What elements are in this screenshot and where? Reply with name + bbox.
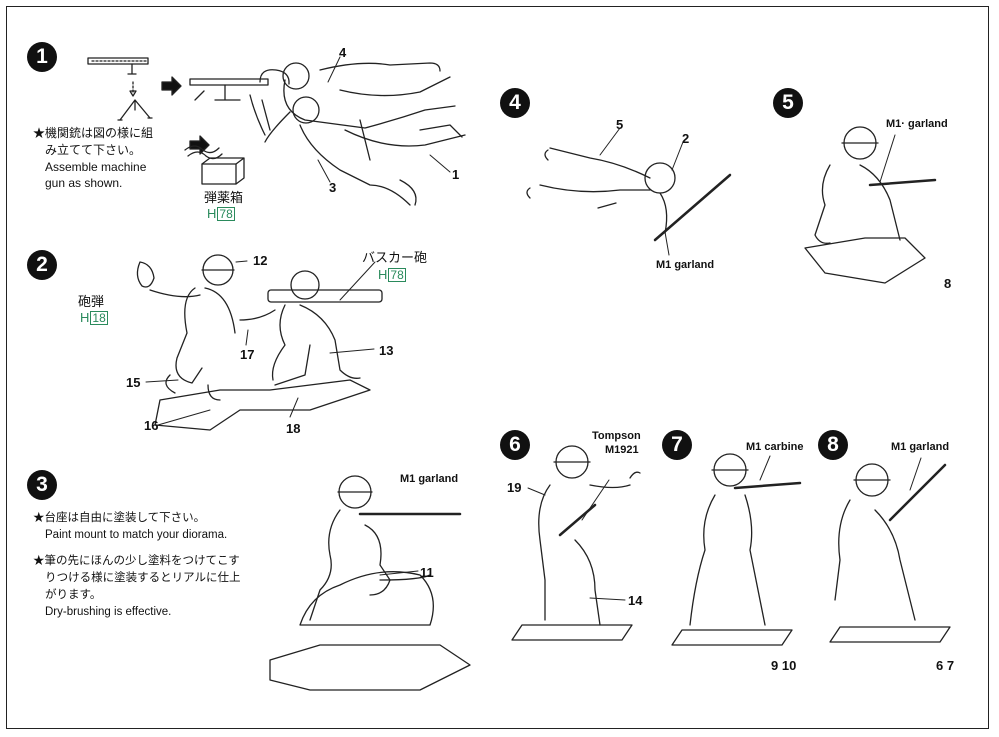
weapon-label: M1 garland <box>400 473 459 485</box>
step-3-note2-en: Dry-brushing is effective. <box>45 606 172 618</box>
step-1-note-en-line1: Assemble machine <box>45 160 147 174</box>
bazooka-code-prefix: H <box>378 267 388 282</box>
prone-rifleman-drawing <box>527 148 730 240</box>
part-number: 12 <box>253 253 268 268</box>
weapon-label: M1 garland <box>891 441 950 453</box>
step-3-badge: 3 <box>27 470 57 500</box>
ammo-box-code-num: 78 <box>217 207 235 221</box>
step-3-note1-en: Paint mount to match your diorama. <box>45 529 228 541</box>
bazooka-team-drawing <box>137 255 382 430</box>
step-1-note-ja-line1: ★機関銃は図の様に組 <box>33 126 154 140</box>
bazooka-label: バスカー砲 <box>362 250 428 265</box>
step-3-note1-ja: ★台座は自由に塗装して下さい。 <box>33 512 206 524</box>
part-number: 13 <box>379 343 394 358</box>
step-3-note2-ja-line1: ★筆の先にほんの少し塗料をつけてこす <box>33 555 240 567</box>
step-6-badge: 6 <box>500 430 530 460</box>
standing-carbine-soldier-drawing <box>672 454 800 645</box>
weapon-label: M1· garland <box>886 118 948 130</box>
step-7-badge: 7 <box>662 430 692 460</box>
part-number: 14 <box>628 593 643 608</box>
bazooka-code-num: 78 <box>388 268 406 282</box>
ammo-box-label: 弾薬箱 <box>204 190 244 205</box>
step-8-badge: 8 <box>818 430 848 460</box>
step-1-badge: 1 <box>27 42 57 72</box>
step-1-note-en-line2: gun as shown. <box>45 176 123 190</box>
part-number: 6 7 <box>936 658 955 673</box>
step-1-note-ja-line2: み立てて下さい。 <box>45 143 142 157</box>
step-3-note2-ja-line2: りつける様に塗装するとリアルに仕上 <box>45 572 241 584</box>
machine-gun-parts-drawing <box>88 58 244 184</box>
kneeling-rifleman-drawing <box>805 127 935 283</box>
page-border <box>6 6 989 729</box>
part-number: 2 <box>682 131 690 146</box>
standing-tompson-soldier-drawing <box>512 446 640 640</box>
weapon-label-line2: M1921 <box>605 444 639 456</box>
weapon-label-line1: Tompson <box>592 430 641 442</box>
part-number: 5 <box>616 117 624 132</box>
part-number: 11 <box>420 565 434 580</box>
part-number: 3 <box>329 180 337 195</box>
part-leader-lines <box>146 57 921 600</box>
step-2-badge: 2 <box>27 250 57 280</box>
rifleman-on-rock-drawing <box>270 476 470 690</box>
part-number: 9 10 <box>771 658 797 673</box>
part-number: 17 <box>240 347 255 362</box>
step-4-badge: 4 <box>500 88 530 118</box>
advancing-rifleman-drawing <box>830 464 950 642</box>
part-number: 18 <box>286 421 301 436</box>
part-number: 15 <box>126 375 141 390</box>
shell-code-num: 18 <box>90 311 108 325</box>
shell-code-prefix: H <box>80 310 90 325</box>
part-number: 8 <box>944 276 952 291</box>
part-number: 1 <box>452 167 460 182</box>
weapon-label: M1 garland <box>656 259 715 271</box>
weapon-label: M1 carbine <box>746 441 804 453</box>
prone-soldiers-drawing <box>190 63 465 205</box>
part-number: 19 <box>507 480 522 495</box>
shell-label: 砲弾 <box>78 294 105 309</box>
step-5-badge: 5 <box>773 88 803 118</box>
ammo-box-code-prefix: H <box>207 206 217 221</box>
part-number: 16 <box>144 418 159 433</box>
part-number: 4 <box>339 45 347 60</box>
step-3-note2-ja-line3: がります。 <box>45 589 102 601</box>
